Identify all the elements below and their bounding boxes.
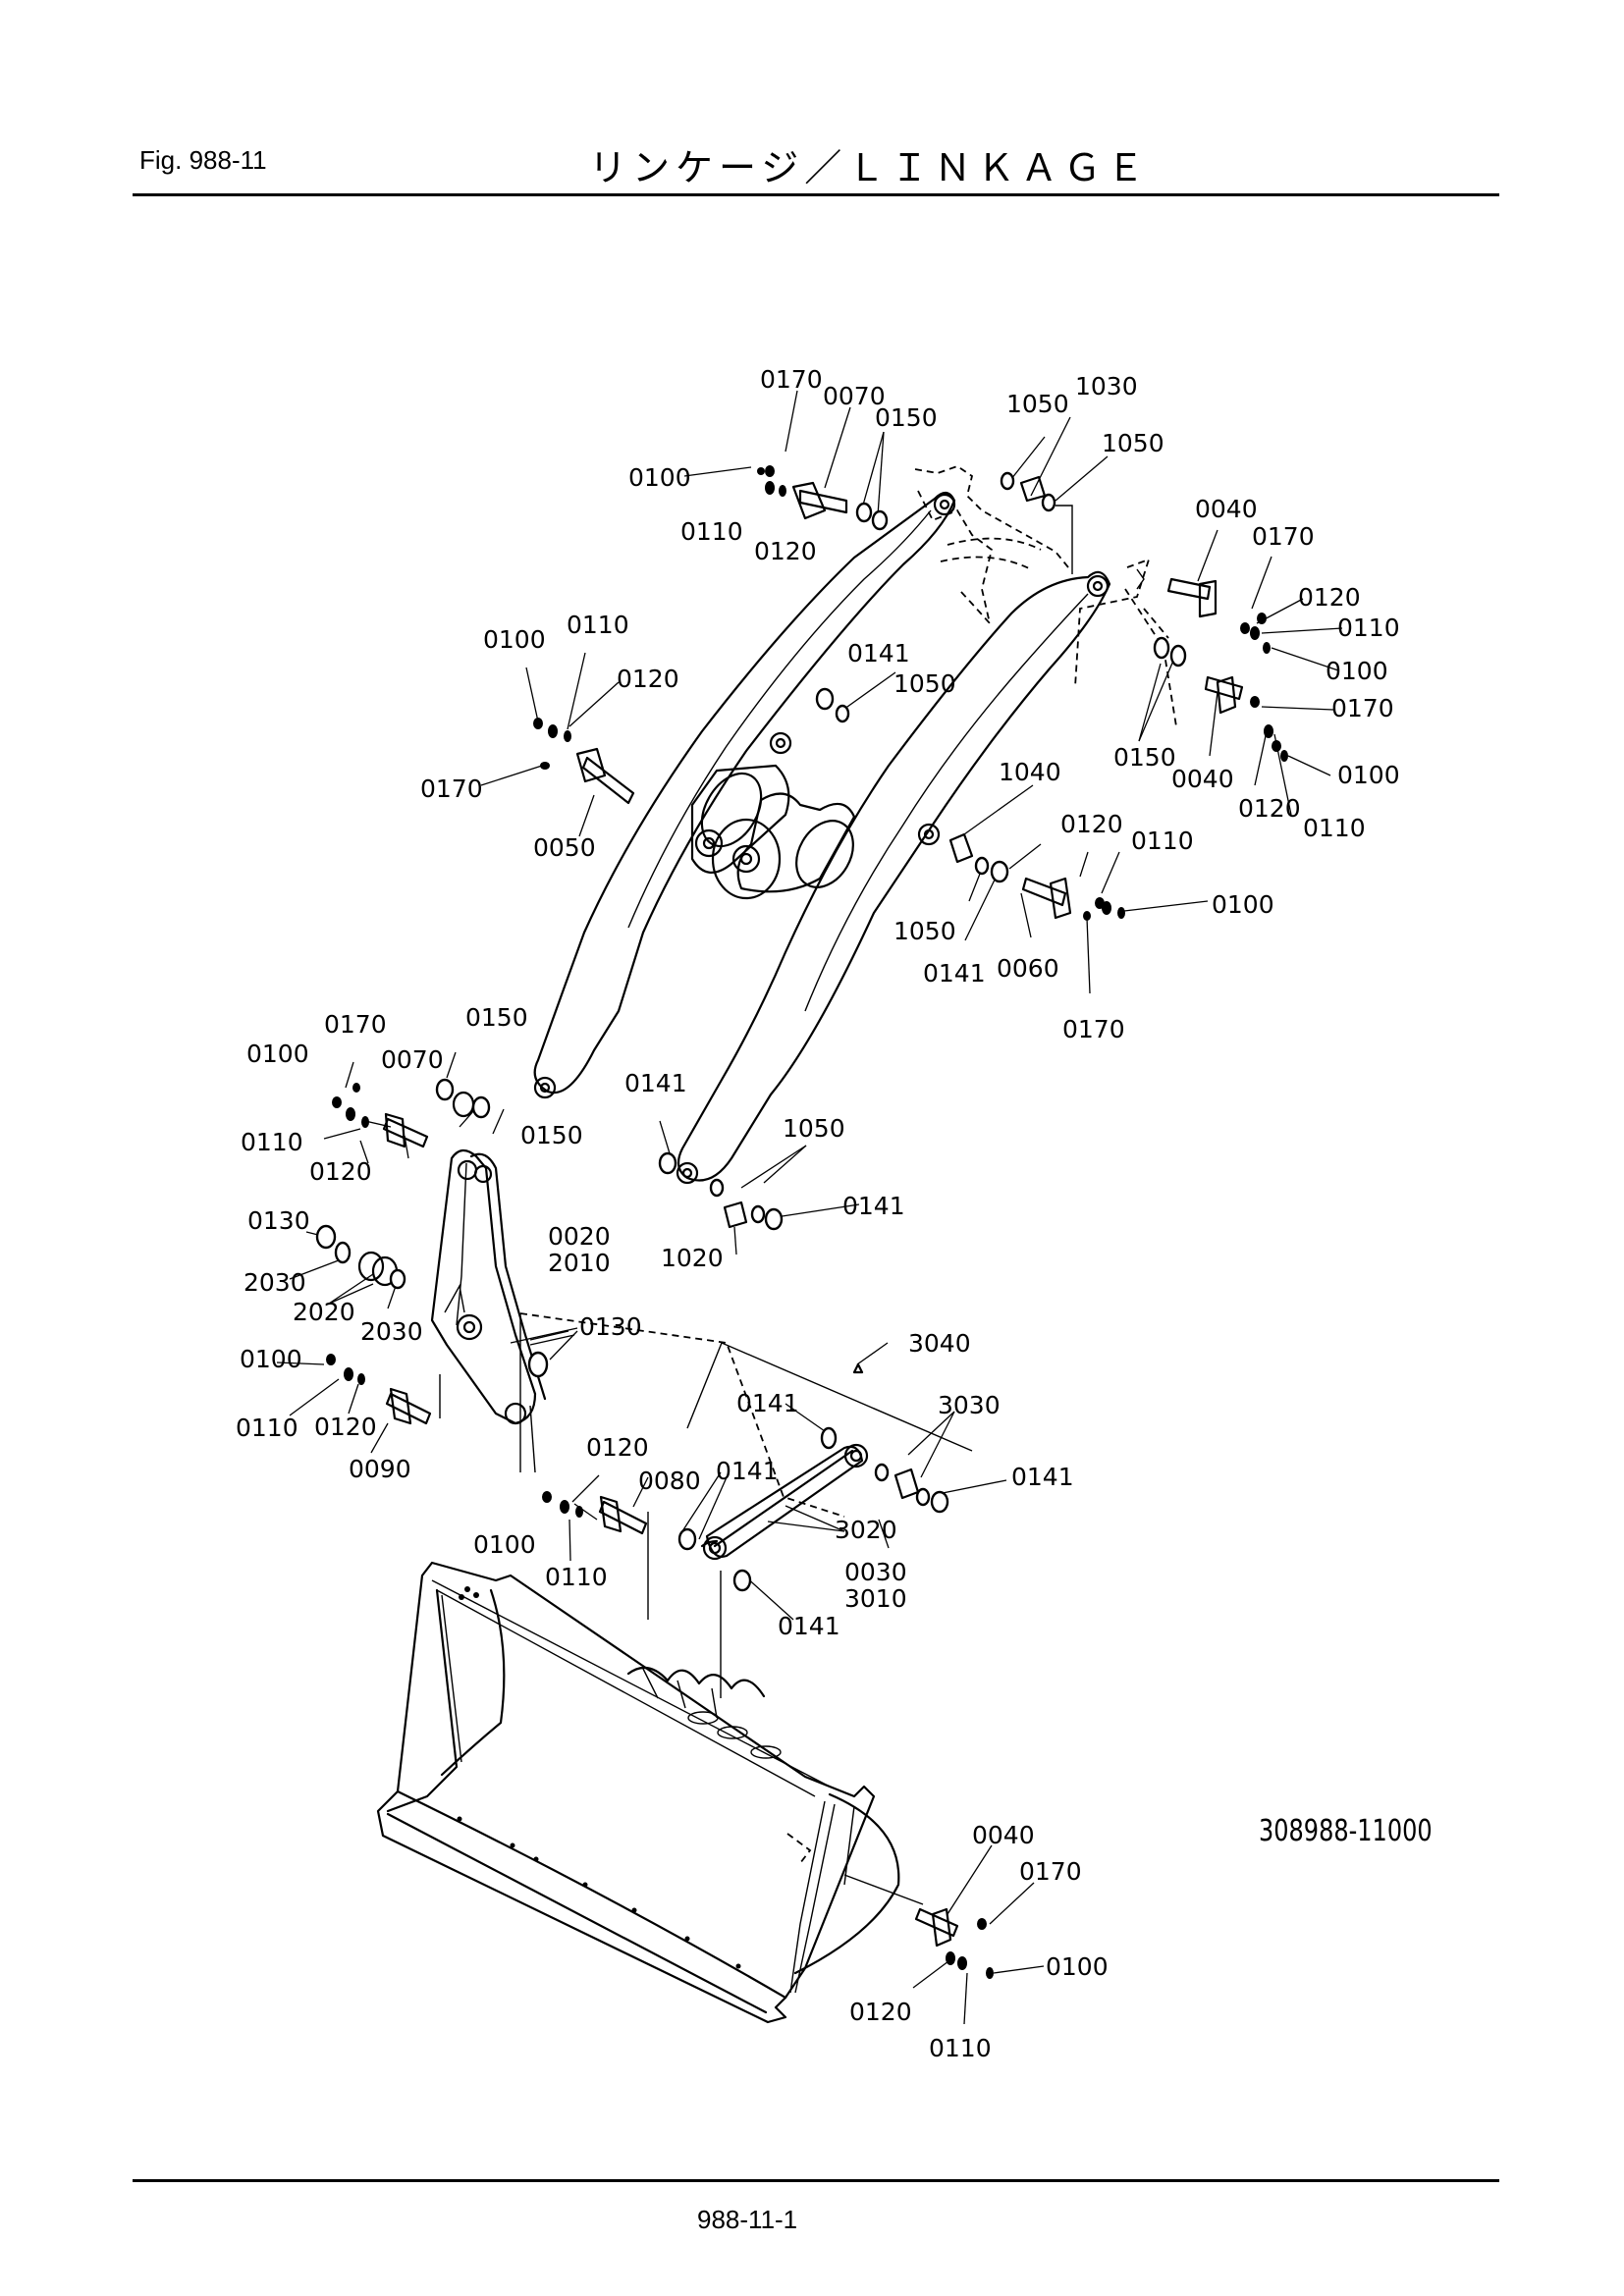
- callout-0100: 0100: [1212, 890, 1274, 919]
- callout-0120: 0120: [849, 1998, 912, 2026]
- callout-0030: 0030: [844, 1558, 907, 1586]
- callout-0110: 0110: [680, 517, 743, 546]
- callout-0100: 0100: [240, 1345, 302, 1373]
- callout-0141: 0141: [624, 1069, 687, 1097]
- callout-0120: 0120: [586, 1433, 649, 1462]
- boom-assembly: [533, 491, 1111, 1185]
- callout-0120: 0120: [1238, 794, 1301, 823]
- footer-rule: [133, 2179, 1499, 2182]
- callout-0060: 0060: [997, 954, 1059, 983]
- callout-0120: 0120: [1298, 583, 1361, 612]
- callout-1050: 1050: [783, 1114, 845, 1143]
- callout-0120: 0120: [617, 665, 679, 693]
- callout-0100: 0100: [628, 463, 691, 492]
- callout-3030: 3030: [938, 1391, 1001, 1419]
- callout-1050: 1050: [1006, 390, 1069, 418]
- callout-0170: 0170: [420, 774, 483, 803]
- bucket: [376, 1561, 900, 2024]
- callout-0070: 0070: [823, 382, 886, 410]
- callout-3040: 3040: [908, 1329, 971, 1358]
- callout-0110: 0110: [236, 1414, 298, 1442]
- callout-0141: 0141: [923, 959, 986, 988]
- callout-0170: 0170: [1252, 522, 1315, 551]
- page-number: 988-11-1: [697, 2205, 798, 2234]
- callout-2030: 2030: [244, 1268, 306, 1297]
- page-title: リンケージ／ＬＩＮＫＡＧＥ: [589, 148, 1151, 189]
- callout-0170: 0170: [1019, 1857, 1082, 1886]
- callout-0170: 0170: [1062, 1015, 1125, 1043]
- callout-0141: 0141: [736, 1389, 799, 1417]
- callout-1050: 1050: [1102, 429, 1164, 457]
- callout-0170: 0170: [324, 1010, 387, 1039]
- bucket-link: [700, 1443, 869, 1561]
- callout-0150: 0150: [520, 1121, 583, 1149]
- washers-and-bolts: [315, 465, 1288, 1979]
- callout-0100: 0100: [246, 1040, 309, 1068]
- callout-0080: 0080: [638, 1467, 701, 1495]
- callout-0170: 0170: [1331, 694, 1394, 722]
- callout-0100: 0100: [1326, 657, 1388, 685]
- callout-0110: 0110: [1303, 814, 1366, 842]
- callout-0090: 0090: [349, 1455, 411, 1483]
- callout-1050: 1050: [893, 669, 956, 698]
- callout-0110: 0110: [545, 1563, 608, 1591]
- callout-0110: 0110: [567, 611, 629, 639]
- leader-lines: [276, 390, 1343, 2025]
- figure-label: Fig. 988-11: [139, 145, 267, 175]
- callout-3020: 3020: [835, 1516, 897, 1544]
- callout-labels: 0170 0070 0150 0100 0110 0120 1050 1030 …: [236, 365, 1400, 2062]
- callout-0150: 0150: [465, 1003, 528, 1032]
- hidden-lines: [439, 465, 1177, 1905]
- callout-2030: 2030: [360, 1317, 423, 1346]
- callout-0130: 0130: [579, 1312, 642, 1341]
- callout-0141: 0141: [847, 639, 910, 667]
- callout-0050: 0050: [533, 833, 596, 862]
- callout-0120: 0120: [309, 1157, 372, 1186]
- callout-0020: 0020: [548, 1222, 611, 1251]
- callout-0100: 0100: [483, 625, 546, 654]
- callout-1030: 1030: [1075, 372, 1138, 400]
- callout-0040: 0040: [1195, 495, 1258, 523]
- callout-0141: 0141: [1011, 1463, 1074, 1491]
- callout-0040: 0040: [1171, 765, 1234, 793]
- callout-1020: 1020: [661, 1244, 724, 1272]
- callout-0070: 0070: [381, 1045, 444, 1074]
- header-rule: [133, 193, 1499, 196]
- callout-0150: 0150: [1113, 743, 1176, 772]
- callout-0130: 0130: [247, 1206, 310, 1235]
- callout-0120: 0120: [1060, 810, 1123, 838]
- callout-1040: 1040: [999, 758, 1061, 786]
- callout-0141: 0141: [778, 1612, 840, 1640]
- callout-0040: 0040: [972, 1821, 1035, 1849]
- callout-3010: 3010: [844, 1584, 907, 1613]
- callout-0150: 0150: [875, 403, 938, 432]
- callout-0110: 0110: [241, 1128, 303, 1156]
- drawing-number: 308988-11000: [1259, 1814, 1433, 1848]
- callout-2020: 2020: [293, 1298, 355, 1326]
- pins: [357, 475, 1244, 1948]
- callout-0120: 0120: [754, 537, 817, 565]
- callout-0141: 0141: [716, 1457, 779, 1485]
- callout-0110: 0110: [1131, 827, 1194, 855]
- callout-2010: 2010: [548, 1249, 611, 1277]
- callout-0100: 0100: [1337, 761, 1400, 789]
- callout-0170: 0170: [760, 365, 823, 394]
- callout-0141: 0141: [842, 1192, 905, 1220]
- callout-1050: 1050: [893, 917, 956, 945]
- callout-0100: 0100: [1046, 1952, 1109, 1981]
- callout-0110: 0110: [929, 2034, 992, 2062]
- callout-0110: 0110: [1337, 614, 1400, 642]
- callout-0120: 0120: [314, 1413, 377, 1441]
- bell-crank: [430, 1148, 547, 1425]
- callout-0100: 0100: [473, 1530, 536, 1559]
